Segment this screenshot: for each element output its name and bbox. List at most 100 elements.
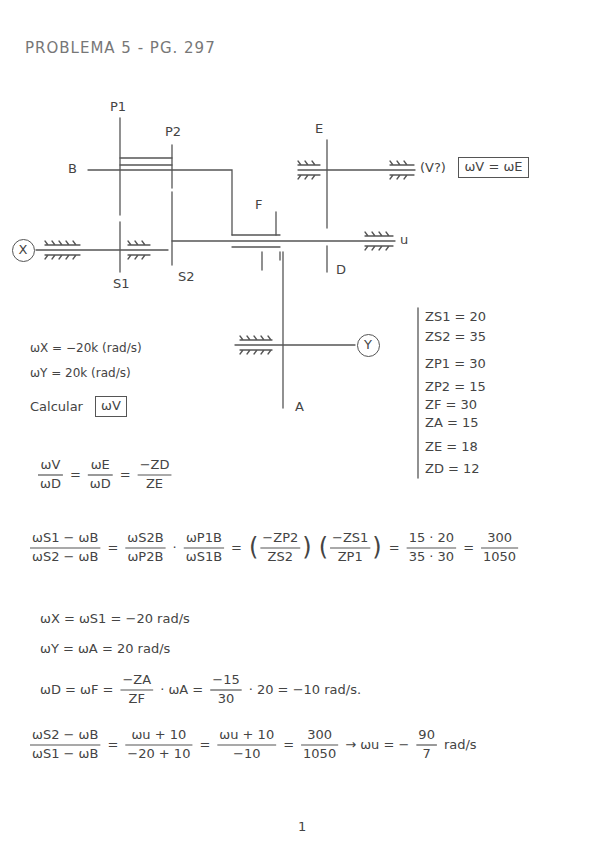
equation-text: ωE bbox=[91, 458, 110, 473]
equation-text: ωV bbox=[41, 458, 61, 473]
shaft-circle: X bbox=[12, 239, 35, 262]
note-text: Calcular bbox=[30, 400, 83, 415]
note-text: ωX = −20k (rad/s) bbox=[30, 342, 142, 356]
equation-text: ωS1 − ωB bbox=[32, 747, 98, 762]
equation-text: ZS2 bbox=[268, 550, 293, 565]
equation-text: 1050 bbox=[483, 550, 516, 565]
fraction-bar bbox=[184, 547, 224, 548]
equation-text: = bbox=[107, 738, 118, 753]
equation-text: −ZA bbox=[122, 673, 151, 688]
fraction-bar bbox=[38, 474, 63, 475]
equation-text: = bbox=[463, 541, 474, 556]
bearing bbox=[240, 336, 272, 354]
page-number: 1 bbox=[298, 820, 306, 835]
equation-text: ωP1B bbox=[186, 531, 222, 546]
fraction-bar bbox=[407, 547, 456, 548]
equation-text: 90 bbox=[418, 728, 435, 743]
fraction-bar bbox=[301, 744, 338, 745]
equation-text: ωS2B bbox=[127, 531, 163, 546]
answer-box: ωV = ωE bbox=[458, 157, 529, 178]
fraction-bar bbox=[125, 547, 165, 548]
equation-text: = bbox=[120, 468, 131, 483]
tooth-count: ZS2 = 35 bbox=[425, 330, 486, 345]
bearing bbox=[298, 161, 320, 179]
fraction-bar bbox=[125, 744, 192, 745]
fraction-bar bbox=[88, 474, 113, 475]
planet-p1 bbox=[119, 118, 120, 215]
node-text: ωV bbox=[101, 399, 121, 414]
part-label: F bbox=[255, 198, 262, 213]
part-label: E bbox=[315, 122, 323, 137]
part-label: S1 bbox=[113, 277, 130, 292]
equation-text: ZF bbox=[129, 692, 145, 707]
gear-d bbox=[326, 246, 327, 272]
note-text: ωX = ωS1 = −20 rad/s bbox=[40, 612, 190, 627]
equation-text: = bbox=[107, 541, 118, 556]
equation-text: −20 + 10 bbox=[127, 747, 190, 762]
equation-text: −15 bbox=[212, 673, 239, 688]
tooth-count: ZF = 30 bbox=[425, 398, 477, 413]
gear-a bbox=[282, 252, 283, 408]
node-text: X bbox=[19, 243, 28, 258]
equation-text: rad/s bbox=[444, 738, 477, 753]
table-bracket bbox=[417, 308, 418, 478]
equation-text: → ωu = − bbox=[345, 738, 409, 753]
shaft-y bbox=[235, 344, 355, 345]
fraction-bar bbox=[30, 744, 100, 745]
part-label: P2 bbox=[165, 125, 181, 140]
equation-text: ωD bbox=[90, 477, 111, 492]
equation-text: ) bbox=[302, 534, 311, 562]
gear-hub bbox=[262, 252, 280, 270]
equation-text: ωS1B bbox=[186, 550, 222, 565]
equation-text: −ZS1 bbox=[332, 531, 368, 546]
tooth-count: ZS1 = 20 bbox=[425, 310, 486, 325]
tooth-count: ZE = 18 bbox=[425, 440, 478, 455]
fraction-bar bbox=[217, 744, 276, 745]
fraction-bar bbox=[30, 547, 100, 548]
fraction-bar bbox=[138, 474, 172, 475]
fraction-bar bbox=[260, 547, 300, 548]
equation-text: ωS1 − ωB bbox=[32, 531, 98, 546]
node-text: Y bbox=[364, 338, 372, 353]
planet-p2 bbox=[171, 145, 172, 188]
equation-text: 7 bbox=[422, 747, 430, 762]
equation-text: = bbox=[283, 738, 294, 753]
equation-text: ωu + 10 bbox=[219, 728, 274, 743]
bearing bbox=[128, 241, 150, 259]
shaft-x bbox=[36, 249, 168, 250]
fraction-bar bbox=[330, 547, 370, 548]
equation-text: ωu + 10 bbox=[131, 728, 186, 743]
equation-text: ωP2B bbox=[127, 550, 163, 565]
equation-text: ωD = ωF = bbox=[40, 683, 113, 698]
tooth-count: ZP2 = 15 bbox=[425, 380, 486, 395]
equation-text: 15 · 20 bbox=[409, 531, 454, 546]
part-label: A bbox=[295, 400, 304, 415]
equation-text: ωD bbox=[40, 477, 61, 492]
tooth-count: ZP1 = 30 bbox=[425, 357, 486, 372]
equation-text: = bbox=[70, 468, 81, 483]
equation-text: 30 bbox=[218, 692, 235, 707]
page-title: PROBLEMA 5 - PG. 297 bbox=[25, 40, 216, 57]
bearing bbox=[365, 232, 393, 250]
carrier-hub bbox=[232, 235, 280, 247]
tooth-count: ZA = 15 bbox=[425, 416, 479, 431]
gear-f bbox=[275, 212, 276, 235]
equation-text: ( bbox=[319, 534, 328, 562]
fraction-bar bbox=[416, 744, 437, 745]
part-label: P1 bbox=[110, 100, 126, 115]
sun-s2 bbox=[171, 192, 172, 265]
shaft-v bbox=[298, 169, 415, 170]
equation-text: 300 bbox=[307, 728, 332, 743]
equation-text: · ωA = bbox=[160, 683, 203, 698]
equation-text: = bbox=[199, 738, 210, 753]
planet-pin bbox=[120, 158, 172, 165]
equation-text: −ZP2 bbox=[262, 531, 298, 546]
note-text: ωY = 20k (rad/s) bbox=[30, 367, 131, 381]
equation-text: −10 bbox=[233, 747, 260, 762]
equation-text: −ZD bbox=[140, 458, 170, 473]
equation-text: · bbox=[173, 541, 177, 556]
equation-text: = bbox=[389, 541, 400, 556]
